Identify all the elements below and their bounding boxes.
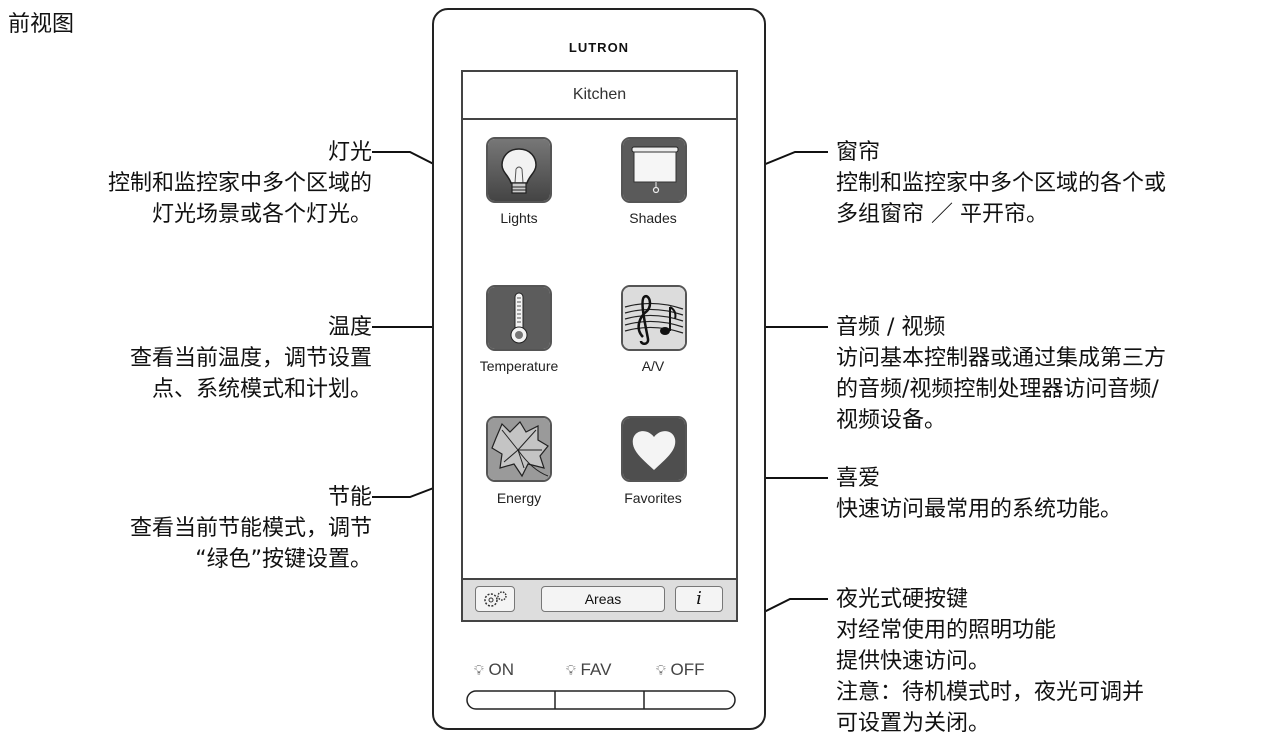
areas-button[interactable]: Areas (541, 586, 665, 612)
callout-hardkeys-line-3: 注意：待机模式时，夜光可调并 (836, 680, 1145, 705)
heart-icon (623, 418, 685, 480)
callout-favorites-line-1: 快速访问最常用的系统功能。 (836, 497, 1123, 522)
favorites-button[interactable] (621, 416, 687, 482)
info-icon: i (696, 588, 702, 609)
bulb-small-icon: 💡︎ (566, 662, 576, 678)
callout-energy-title: 节能 (327, 485, 372, 510)
shades-button[interactable] (621, 137, 687, 203)
settings-button[interactable] (475, 586, 515, 612)
favorites-label: Favorites (624, 490, 682, 506)
callout-av-line-1: 访问基本控制器或通过集成第三方 (836, 346, 1167, 371)
hardkey-rocker (466, 690, 736, 710)
music-note-icon (623, 287, 685, 349)
info-button[interactable]: i (675, 586, 723, 612)
temperature-button[interactable] (486, 285, 552, 351)
brand-logo: LUTRON (568, 40, 630, 55)
callout-shades: 窗帘 控制和监控家中多个区域的各个或 多组窗帘 ／ 平开帘。 (836, 137, 1166, 230)
callout-favorites-title: 喜爱 (836, 466, 881, 491)
av-label: A/V (641, 358, 665, 374)
lights-label: Lights (500, 210, 538, 226)
hardkey-on-label: 💡︎ ON (474, 660, 515, 679)
hardkey-on-button[interactable] (468, 692, 554, 708)
callout-hardkeys: 夜光式硬按键 对经常使用的照明功能 提供快速访问。 注意：待机模式时，夜光可调并… (836, 584, 1144, 739)
callout-hardkeys-line-1: 对经常使用的照明功能 (836, 618, 1057, 643)
shades-label: Shades (629, 210, 677, 226)
room-header: Kitchen (463, 72, 736, 120)
shade-icon (623, 139, 685, 201)
callout-lights-line-1: 控制和监控家中多个区域的 (107, 171, 372, 196)
hardkey-off-label: 💡︎ OFF (656, 660, 705, 679)
hardkey-off-button[interactable] (645, 692, 733, 708)
callout-shades-line-2: 多组窗帘 ／ 平开帘。 (836, 202, 1048, 227)
callout-temperature-line-1: 查看当前温度，调节设置 (129, 346, 372, 371)
callout-hardkeys-line-2: 提供快速访问。 (836, 649, 991, 674)
callout-lights-line-2: 灯光场景或各个灯光。 (151, 202, 372, 227)
callout-lights: 灯光 控制和监控家中多个区域的 灯光场景或各个灯光。 (108, 137, 372, 230)
leaf-icon (488, 418, 550, 480)
callout-energy-line-1: 查看当前节能模式，调节 (129, 516, 372, 541)
bulb-small-icon: 💡︎ (656, 662, 666, 678)
av-button[interactable] (621, 285, 687, 351)
callout-energy: 节能 查看当前节能模式，调节 “绿色”按键设置。 (130, 482, 372, 575)
hardkey-fav-label: 💡︎ FAV (566, 660, 612, 679)
callout-av-title: 音频 / 视频 (836, 315, 946, 340)
bulb-icon (488, 139, 550, 201)
hardkey-fav-button[interactable] (556, 692, 643, 708)
touch-screen: Kitchen Lights Shades (461, 70, 738, 622)
callout-lights-title: 灯光 (327, 140, 372, 165)
callout-temperature-line-2: 点、系统模式和计划。 (151, 377, 372, 402)
callout-temperature-title: 温度 (327, 315, 372, 340)
gears-icon (484, 591, 507, 607)
bottom-bar: Areas i (463, 578, 736, 620)
callout-shades-title: 窗帘 (836, 140, 881, 165)
temperature-label: Temperature (479, 358, 559, 374)
energy-button[interactable] (486, 416, 552, 482)
lights-button[interactable] (486, 137, 552, 203)
page-title: 前视图 (8, 12, 75, 37)
callout-av-line-2: 的音频/视频控制处理器访问音频/ (836, 377, 1159, 402)
energy-label: Energy (496, 490, 542, 506)
callout-av-line-3: 视频设备。 (836, 408, 947, 433)
callout-favorites: 喜爱 快速访问最常用的系统功能。 (836, 463, 1122, 525)
callout-shades-line-1: 控制和监控家中多个区域的各个或 (836, 171, 1167, 196)
keypad-device: LUTRON Kitchen Lights Sha (432, 8, 766, 730)
callout-hardkeys-line-4: 可设置为关闭。 (836, 711, 991, 736)
bulb-small-icon: 💡︎ (474, 662, 484, 678)
thermometer-icon (488, 287, 550, 349)
callout-hardkeys-title: 夜光式硬按键 (836, 587, 969, 612)
callout-temperature: 温度 查看当前温度，调节设置 点、系统模式和计划。 (130, 312, 372, 405)
callout-energy-line-2: “绿色”按键设置。 (195, 547, 372, 572)
callout-av: 音频 / 视频 访问基本控制器或通过集成第三方 的音频/视频控制处理器访问音频/… (836, 312, 1166, 436)
